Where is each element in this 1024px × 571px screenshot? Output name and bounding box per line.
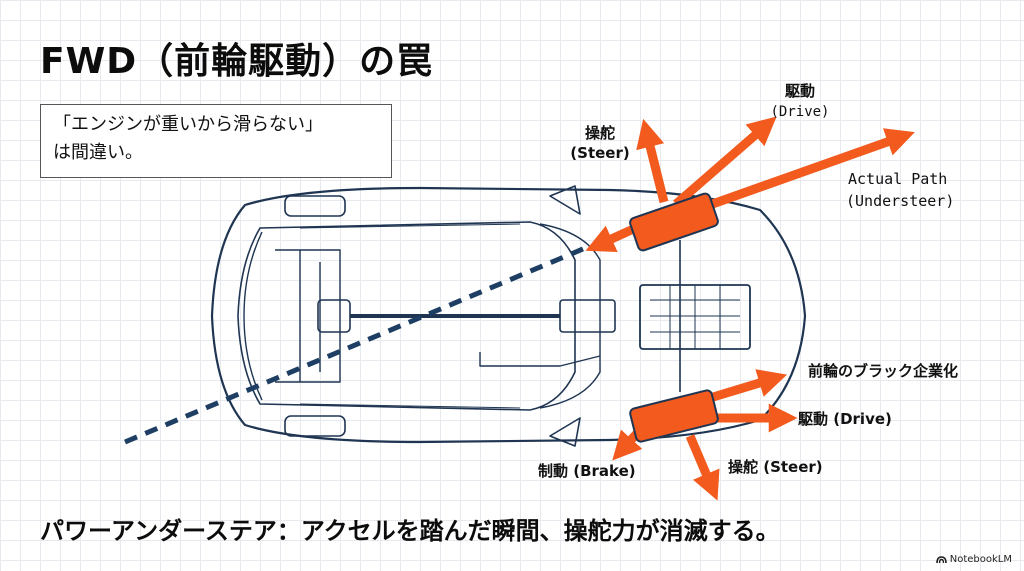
callout-line-2: は間違い。 xyxy=(53,142,143,163)
label-top-drive-jp: 駆動 xyxy=(785,82,815,100)
label-bottom-steer: 操舵 (Steer) xyxy=(728,458,823,476)
mirror-bottom xyxy=(549,417,581,447)
mirror-top xyxy=(549,185,581,215)
label-brake: 制動 (Brake) xyxy=(538,462,636,480)
rear-wheel-top xyxy=(284,195,346,217)
label-front-wheel-blackbox: 前輪のブラック企業化 xyxy=(808,362,958,380)
actual-path-dashed-line xyxy=(124,243,591,445)
rear-suspension xyxy=(275,249,341,383)
notebooklm-brand: NotebookLM xyxy=(935,554,1012,565)
rear-wheel-bottom xyxy=(284,415,346,437)
bottom-front-wheel-group xyxy=(612,369,798,501)
label-top-steer-en: (Steer) xyxy=(570,144,629,162)
caption-power-understeer: パワーアンダーステア：アクセルを踏んだ瞬間、操舵力が消滅する。 xyxy=(40,517,780,545)
label-top-steer-jp: 操舵 xyxy=(585,124,615,142)
front-tire-bottom xyxy=(629,389,719,443)
exhaust-pipe xyxy=(479,352,601,367)
rear-window xyxy=(243,231,263,401)
callout-line-1: 「エンジンが重いから滑らない」 xyxy=(53,114,323,135)
label-bottom-drive: 駆動 (Drive) xyxy=(798,410,892,428)
front-tire-top xyxy=(629,192,719,252)
arrow-actual-path xyxy=(688,128,915,217)
brand-label: NotebookLM xyxy=(949,554,1012,565)
arrow-steer-top xyxy=(636,118,669,204)
arrow-steer-bottom xyxy=(685,434,720,501)
label-understeer: (Understeer) xyxy=(846,192,954,210)
top-front-wheel-group xyxy=(585,116,915,252)
differential xyxy=(317,299,351,333)
page-title: FWD（前輪駆動）の罠 xyxy=(40,41,434,82)
transmission xyxy=(559,299,616,333)
arrow-drive-top xyxy=(673,116,777,208)
engine-detail xyxy=(650,285,740,349)
door-line-top xyxy=(299,223,521,229)
notebooklm-logo-icon xyxy=(935,556,947,564)
door-line-bottom xyxy=(299,403,521,409)
car-roof-outline xyxy=(237,221,576,411)
label-top-drive-en: (Drive) xyxy=(770,104,829,120)
windshield xyxy=(539,223,601,409)
misconception-callout: 「エンジンが重いから滑らない」 は間違い。 xyxy=(40,104,392,178)
label-actual-path: Actual Path xyxy=(848,170,947,188)
